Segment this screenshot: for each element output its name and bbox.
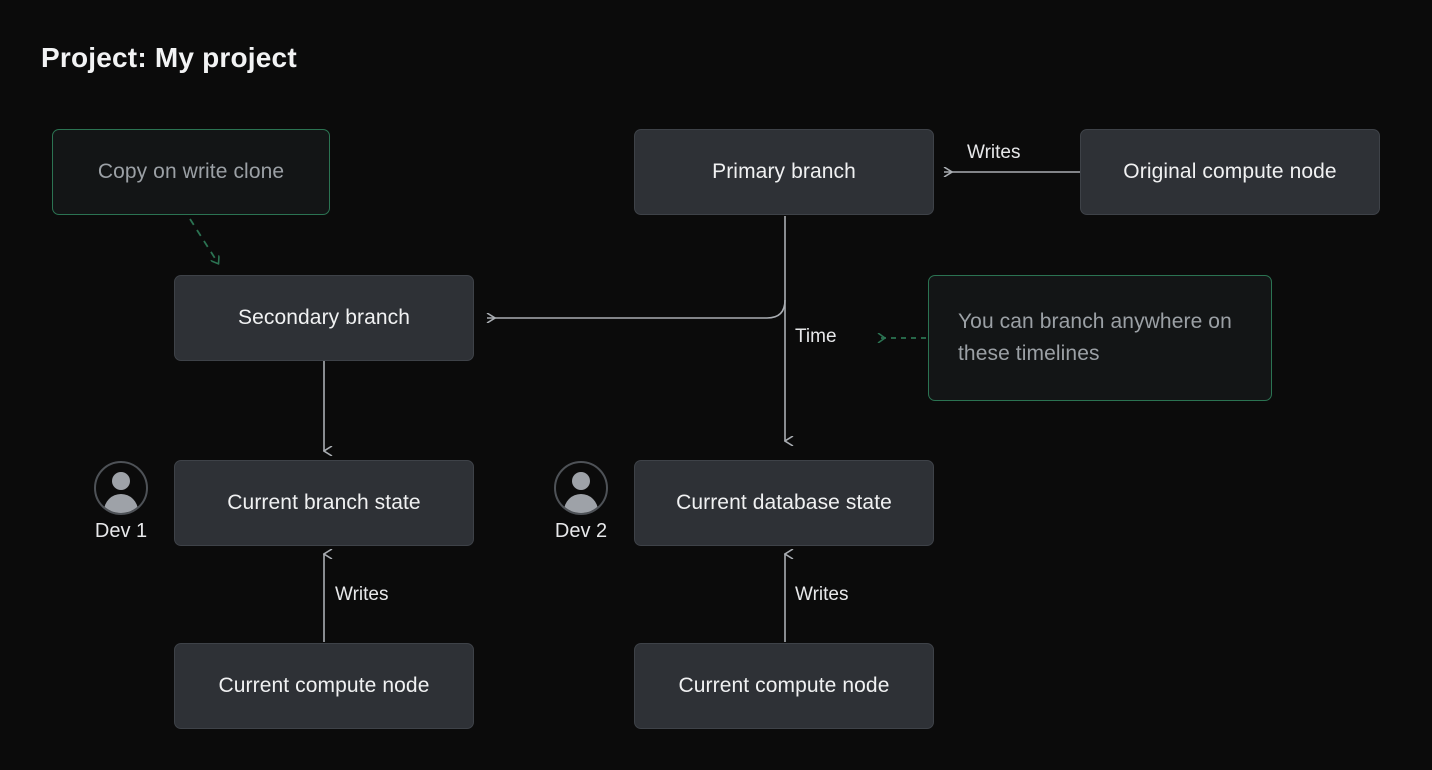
- node-secondary-branch[interactable]: Secondary branch: [174, 275, 474, 361]
- actor-dev-2: Dev 2: [554, 461, 608, 543]
- current-database-state-label: Current database state: [676, 491, 892, 514]
- avatar-body-shape: [104, 494, 138, 513]
- node-primary-branch[interactable]: Primary branch: [634, 129, 934, 215]
- user-avatar-icon: [94, 461, 148, 515]
- edge-label-writes-left: Writes: [335, 584, 389, 605]
- current-compute-node-right-label: Current compute node: [678, 674, 890, 697]
- avatar-body-shape: [564, 494, 598, 513]
- actor-dev-2-label: Dev 2: [554, 520, 608, 542]
- page-title: Project: My project: [41, 42, 297, 73]
- secondary-branch-label: Secondary branch: [237, 306, 411, 329]
- node-current-compute-node-left[interactable]: Current compute node: [174, 643, 474, 729]
- edge-label-writes-top: Writes: [967, 142, 1021, 163]
- user-avatar-icon: [554, 461, 608, 515]
- edge-label-time: Time: [795, 326, 837, 347]
- avatar-head-shape: [572, 472, 590, 490]
- current-compute-node-left-label: Current compute node: [218, 674, 430, 697]
- node-original-compute-node[interactable]: Original compute node: [1080, 129, 1380, 215]
- wire-primary-to-secondary: [487, 299, 786, 318]
- avatar-head-shape: [112, 472, 130, 490]
- copy-on-write-clone-label: Copy on write clone: [97, 160, 285, 183]
- wire-clone-to-secondary: [189, 218, 218, 263]
- actor-dev-1-label: Dev 1: [94, 520, 148, 542]
- edge-label-writes-right: Writes: [795, 584, 849, 605]
- actor-dev-1: Dev 1: [94, 461, 148, 543]
- original-compute-node-label: Original compute node: [1123, 160, 1337, 183]
- copy-on-write-clone-note: Copy on write clone: [52, 129, 330, 215]
- node-current-database-state[interactable]: Current database state: [634, 460, 934, 546]
- node-current-compute-node-right[interactable]: Current compute node: [634, 643, 934, 729]
- node-current-branch-state[interactable]: Current branch state: [174, 460, 474, 546]
- branch-anywhere-note-label: You can branch anywhere on these timelin…: [958, 310, 1232, 365]
- current-branch-state-label: Current branch state: [227, 491, 421, 514]
- branch-anywhere-note: You can branch anywhere on these timelin…: [928, 275, 1272, 401]
- primary-branch-label: Primary branch: [712, 160, 856, 183]
